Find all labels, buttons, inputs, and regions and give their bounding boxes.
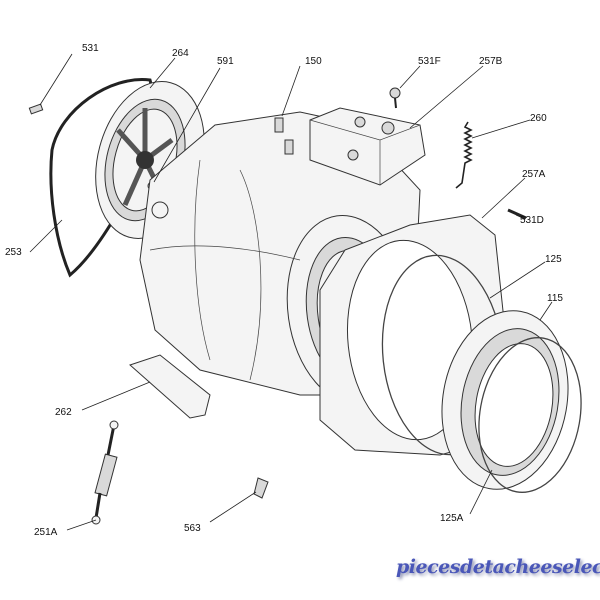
- leader-lines: [29, 53, 553, 531]
- door-seal-115: [441, 310, 569, 490]
- label-531D: 531D: [520, 215, 544, 226]
- screw-531F: [389, 87, 401, 109]
- label-251A: 251A: [34, 527, 58, 538]
- label-125A: 125A: [440, 513, 464, 524]
- label-150: 150: [305, 56, 322, 67]
- label-125: 125: [545, 254, 562, 265]
- label-257B: 257B: [479, 56, 503, 67]
- clamp-ring-125A: [478, 337, 582, 493]
- screw-531: [28, 103, 44, 115]
- part-262: [129, 354, 211, 419]
- shock-absorber-251A: [91, 420, 119, 525]
- label-264: 264: [172, 48, 189, 59]
- pin-563: [253, 477, 269, 499]
- screw-531D: [507, 208, 527, 220]
- label-257A: 257A: [522, 169, 546, 180]
- label-531: 531: [82, 43, 99, 54]
- label-563: 563: [184, 523, 201, 534]
- label-262: 262: [55, 407, 72, 418]
- watermark: piecesdetacheeselec.com: [396, 556, 600, 578]
- label-253: 253: [5, 247, 22, 258]
- label-115: 115: [547, 293, 563, 304]
- label-260: 260: [530, 113, 547, 124]
- label-531F: 531F: [418, 56, 441, 67]
- counterweight-257B: [309, 107, 426, 186]
- label-591: 591: [217, 56, 234, 67]
- spring-260: [455, 121, 473, 189]
